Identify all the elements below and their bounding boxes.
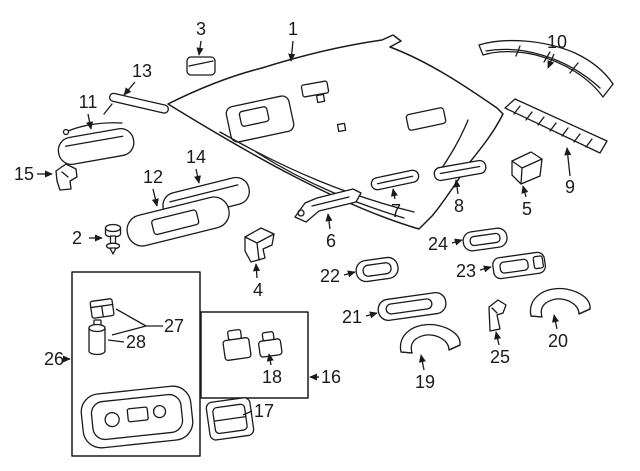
leader-line-12: [151, 188, 159, 207]
callout-5: 5: [521, 199, 533, 219]
callout-1: 1: [287, 19, 299, 39]
leader-line-17: [242, 410, 253, 416]
part-19-grab-handle: [399, 323, 461, 354]
part-7-trim-strip: [370, 169, 420, 191]
part-28-bulb-cylinder: [88, 319, 106, 356]
leader-line-20: [552, 314, 559, 330]
callout-21: 21: [341, 307, 363, 327]
callout-4: 4: [252, 280, 264, 300]
part-3-small-cover: [186, 56, 216, 76]
callout-22: 22: [319, 266, 341, 286]
callout-12: 12: [142, 167, 164, 187]
leader-line-21: [365, 311, 378, 319]
callout-8: 8: [453, 196, 465, 216]
callout-23: 23: [455, 261, 477, 281]
part-9-ribbed-strip: [504, 98, 608, 154]
callout-20: 20: [547, 331, 569, 351]
leader-line-24: [451, 238, 463, 246]
part-12-sun-visor: [126, 196, 230, 247]
leader-line-27: [111, 325, 147, 336]
part-22-dome-lamp: [355, 256, 399, 283]
leader-line-1: [288, 40, 296, 62]
callout-3: 3: [195, 19, 207, 39]
leader-line-5: [521, 185, 529, 198]
group-box-16: [200, 311, 309, 399]
callout-25: 25: [489, 347, 511, 367]
callout-27: 27: [163, 316, 185, 336]
leader-line-7: [390, 188, 398, 200]
leader-line-6: [325, 213, 333, 230]
leader-line-3: [196, 40, 204, 56]
part-20-grab-handle: [529, 287, 591, 318]
callout-17: 17: [253, 401, 275, 421]
callout-13: 13: [131, 61, 153, 81]
callout-15: 15: [13, 164, 35, 184]
part-27-sensor-housing: [89, 298, 115, 319]
callout-18: 18: [261, 367, 283, 387]
leader-line-18: [266, 353, 274, 366]
leader-line-23: [479, 265, 492, 273]
callout-16: 16: [320, 367, 342, 387]
part-6-side-rail-trim: [294, 188, 362, 223]
part-25-bracket-clip: [488, 299, 507, 332]
callout-2: 2: [71, 228, 83, 248]
leader-line-11: [86, 113, 94, 130]
leader-line-19: [418, 354, 426, 371]
group-box-26: [71, 271, 201, 457]
callout-9: 9: [564, 177, 576, 197]
part-11-sun-visor: [57, 122, 135, 165]
part-17-sensor-module: [205, 397, 255, 441]
part-overhead-console: [80, 385, 194, 449]
leader-line-4: [252, 263, 261, 279]
part-10-header-trim: [478, 39, 614, 98]
part-5-module-housing: [511, 151, 543, 185]
leader-line-13: [123, 81, 136, 96]
part-2-push-pin: [104, 223, 122, 255]
callout-26: 26: [43, 349, 65, 369]
part-8-trim-strip: [433, 159, 487, 182]
callout-14: 14: [185, 147, 207, 167]
callout-11: 11: [78, 92, 98, 112]
part-1-roof-headliner: [167, 34, 504, 230]
leader-line-27: [115, 308, 147, 327]
leader-line-10: [547, 53, 555, 69]
callout-28: 28: [125, 332, 147, 352]
callout-24: 24: [427, 234, 449, 254]
part-18-sensor-left: [222, 328, 252, 361]
leader-line-25: [494, 331, 502, 346]
callout-6: 6: [325, 231, 337, 251]
part-24-reading-lamp: [462, 227, 508, 252]
leader-line-8: [453, 179, 461, 195]
callout-10: 10: [546, 32, 568, 52]
callout-19: 19: [414, 372, 436, 392]
part-18-sensor-right: [258, 331, 283, 358]
leader-line-28: [107, 339, 125, 343]
part-23-lamp-housing: [492, 251, 547, 280]
leader-lines-layer: [37, 40, 572, 416]
leader-line-9: [564, 147, 572, 177]
callout-7: 7: [390, 201, 402, 221]
part-15-visor-clip: [55, 163, 78, 191]
part-21-console-trim: [377, 292, 447, 321]
leader-line-22: [343, 270, 356, 278]
part-13-visor-bracket: [103, 92, 169, 115]
leader-line-14: [194, 168, 201, 184]
part-4-mounting-bracket: [244, 227, 275, 263]
